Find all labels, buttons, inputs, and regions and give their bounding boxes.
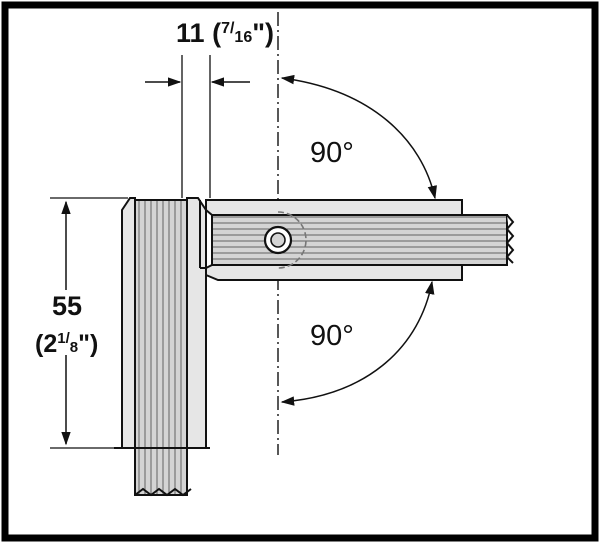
lower-rotation-arc xyxy=(280,280,435,406)
upper-angle-label: 90° xyxy=(310,137,354,169)
vertical-glass-panel xyxy=(134,199,192,497)
height-fraction-label: (21/8") xyxy=(35,330,98,358)
height-value-label: 55 xyxy=(52,291,82,321)
vertical-clamp xyxy=(114,197,210,449)
pivot-screw xyxy=(263,211,307,269)
upper-rotation-arc xyxy=(280,74,437,200)
height-dimension xyxy=(50,197,128,449)
gap-dimension xyxy=(145,55,250,198)
horizontal-clamp xyxy=(199,199,463,281)
horizontal-glass-panel xyxy=(211,214,515,266)
gap-label: 11 (7/16") xyxy=(176,18,274,48)
lower-angle-label: 90° xyxy=(310,320,354,352)
